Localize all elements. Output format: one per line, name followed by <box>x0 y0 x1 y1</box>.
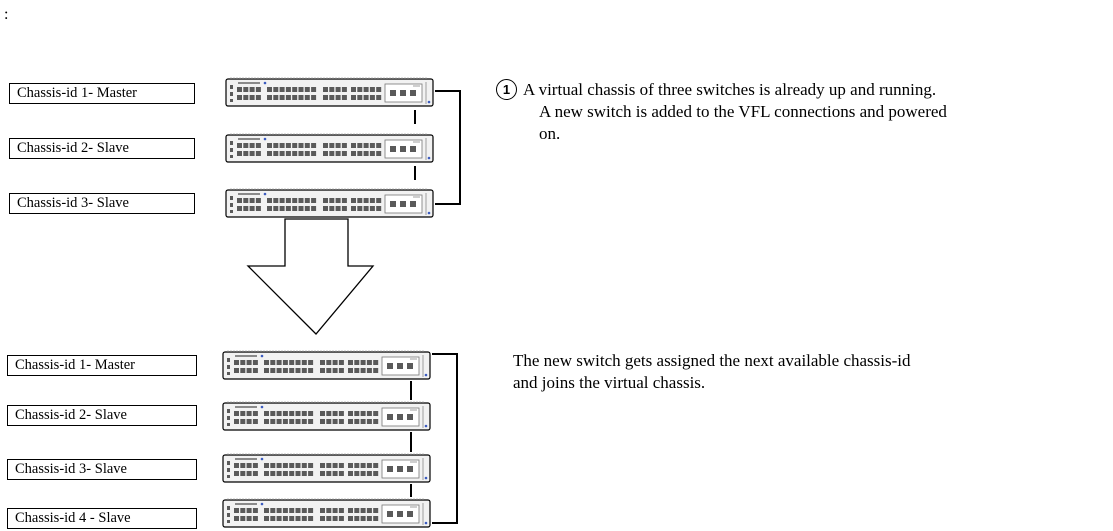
step-2-line-2: and joins the virtual chassis. <box>513 373 706 392</box>
vfl-link <box>435 203 461 205</box>
step-1-badge: 1 <box>496 79 517 100</box>
switch-icon <box>225 133 434 163</box>
step-1-line-1: 1 A virtual chassis of three switches is … <box>496 79 947 101</box>
vfl-link <box>410 432 412 452</box>
vfl-link <box>456 353 458 524</box>
vfl-link <box>459 90 461 205</box>
step-1-note: 1 A virtual chassis of three switches is … <box>496 79 947 145</box>
step-1-text-1: A virtual chassis of three switches is a… <box>523 80 937 99</box>
switch-icon <box>222 350 431 380</box>
vfl-link <box>435 90 460 92</box>
chassis-label-before-2: Chassis-id 2- Slave <box>9 138 195 159</box>
step-1-line-2: A new switch is added to the VFL connect… <box>539 102 947 121</box>
vfl-link <box>414 166 416 180</box>
down-arrow-icon <box>246 218 375 335</box>
switch-icon <box>222 401 431 431</box>
chassis-label-after-4: Chassis-id 4 - Slave <box>7 508 197 529</box>
switch-icon <box>225 188 434 218</box>
colon-mark: : <box>4 6 9 23</box>
step-2-line-1: The new switch gets assigned the next av… <box>513 351 911 370</box>
step-1-line-3: on. <box>539 124 561 143</box>
chassis-label-before-3: Chassis-id 3- Slave <box>9 193 195 214</box>
switch-icon <box>222 453 431 483</box>
step-2-note: The new switch gets assigned the next av… <box>513 350 911 394</box>
vfl-link <box>410 484 412 497</box>
switch-icon <box>222 498 431 528</box>
vfl-link <box>432 522 458 524</box>
switch-icon <box>225 77 434 107</box>
vfl-link <box>414 110 416 124</box>
vfl-link <box>432 353 457 355</box>
vfl-link <box>410 381 412 400</box>
chassis-label-after-1: Chassis-id 1- Master <box>7 355 197 376</box>
chassis-label-after-2: Chassis-id 2- Slave <box>7 405 197 426</box>
chassis-label-after-3: Chassis-id 3- Slave <box>7 459 197 480</box>
chassis-label-before-1: Chassis-id 1- Master <box>9 83 195 104</box>
